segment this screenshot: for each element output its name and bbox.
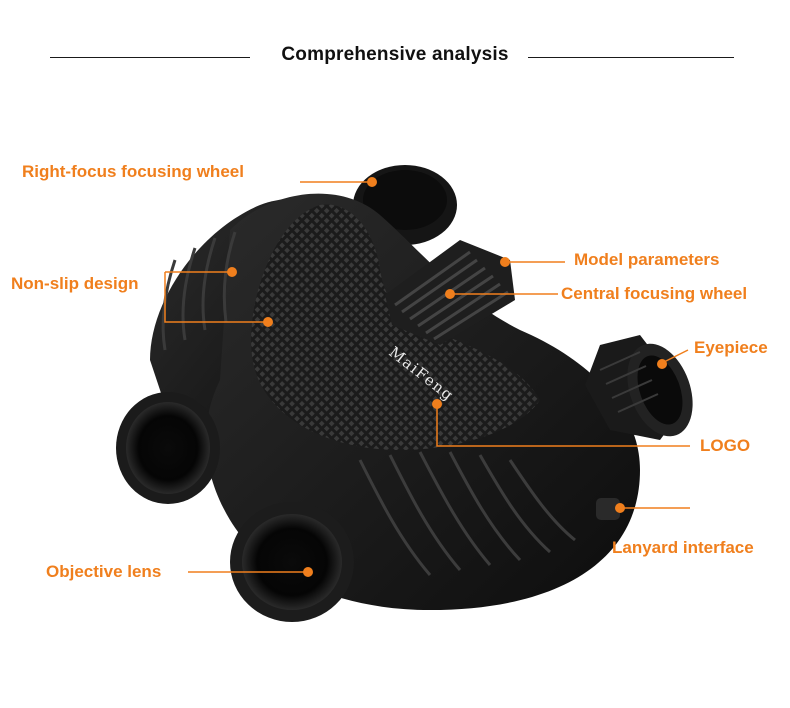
title-rule-left — [50, 57, 250, 58]
label-non-slip: Non-slip design — [11, 274, 139, 293]
label-logo: LOGO — [700, 436, 751, 455]
label-right-focus-wheel: Right-focus focusing wheel — [22, 162, 244, 181]
label-central-wheel: Central focusing wheel — [561, 284, 748, 303]
page-title: Comprehensive analysis — [281, 44, 509, 65]
binocular-body — [116, 165, 693, 622]
lanyard-loop — [596, 498, 620, 520]
callout-dots — [227, 177, 667, 577]
label-objective: Objective lens — [46, 562, 162, 581]
label-lanyard: Lanyard interface — [612, 538, 754, 557]
title-rule-right — [528, 57, 734, 58]
label-model-params: Model parameters — [574, 250, 720, 269]
label-eyepiece: Eyepiece — [694, 338, 768, 357]
